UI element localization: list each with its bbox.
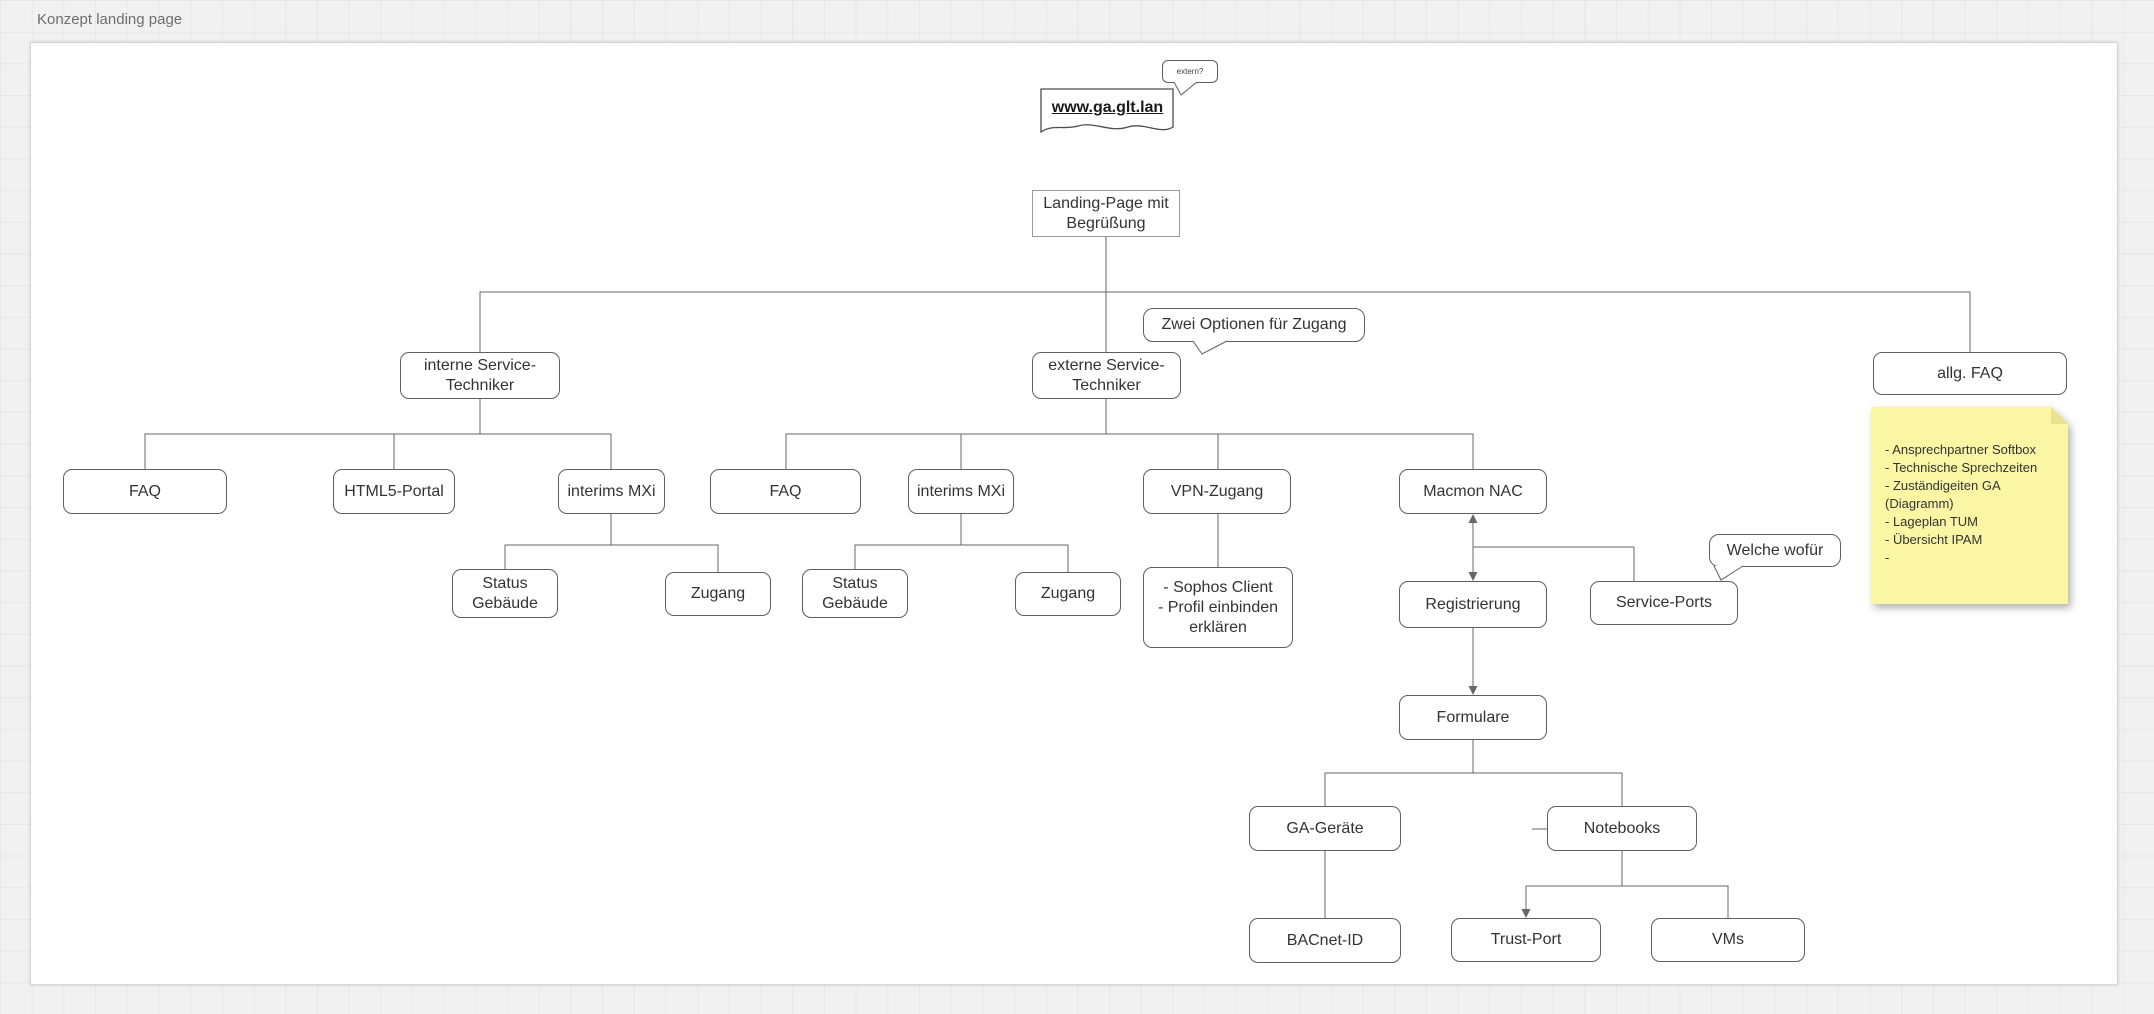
node-interne-service-techniker[interactable]: interne Service-Techniker [400, 352, 560, 399]
node-registrierung[interactable]: Registrierung [1399, 581, 1547, 628]
node-faq-intern[interactable]: FAQ [63, 469, 227, 514]
speech-bubble-zwei-optionen[interactable]: Zwei Optionen für Zugang [1143, 308, 1365, 342]
url-label: www.ga.glt.lan [1051, 99, 1164, 116]
node-status-gebaeude-extern[interactable]: Status Gebäude [802, 569, 908, 618]
node-interims-mxi-intern[interactable]: interims MXi [558, 469, 665, 514]
node-vpn-zugang[interactable]: VPN-Zugang [1143, 469, 1291, 514]
node-notebooks[interactable]: Notebooks [1547, 806, 1697, 851]
document-shape-url[interactable]: www.ga.glt.lan [1040, 88, 1175, 142]
node-interims-mxi-extern[interactable]: interims MXi [908, 469, 1014, 514]
speech-bubble-welche-wofuer[interactable]: Welche wofür [1709, 534, 1841, 567]
node-status-gebaeude-intern[interactable]: Status Gebäude [452, 569, 558, 618]
node-trust-port[interactable]: Trust-Port [1451, 918, 1601, 962]
node-allg-faq[interactable]: allg. FAQ [1873, 352, 2067, 395]
node-formulare[interactable]: Formulare [1399, 695, 1547, 740]
node-vms[interactable]: VMs [1651, 918, 1805, 962]
node-sophos-client[interactable]: - Sophos Client - Profil einbinden erklä… [1143, 567, 1293, 648]
node-service-ports[interactable]: Service-Ports [1590, 581, 1738, 625]
sticky-note-text: - Ansprechpartner Softbox - Technische S… [1871, 407, 2068, 604]
diagram-page-title: Konzept landing page [37, 11, 183, 28]
node-faq-extern[interactable]: FAQ [710, 469, 861, 514]
node-ga-geraete[interactable]: GA-Geräte [1249, 806, 1401, 851]
sticky-note[interactable]: - Ansprechpartner Softbox - Technische S… [1871, 407, 2068, 604]
speech-bubble-extern[interactable]: extern? [1162, 60, 1218, 83]
node-html5-portal[interactable]: HTML5-Portal [333, 469, 455, 514]
node-macmon-nac[interactable]: Macmon NAC [1399, 469, 1547, 514]
node-zugang-extern[interactable]: Zugang [1015, 572, 1121, 616]
document-outline-icon [1040, 88, 1174, 134]
node-bacnet-id[interactable]: BACnet-ID [1249, 918, 1401, 963]
node-externe-service-techniker[interactable]: externe Service-Techniker [1032, 352, 1181, 399]
node-zugang-intern[interactable]: Zugang [665, 572, 771, 616]
node-landing-page[interactable]: Landing-Page mit Begrüßung [1032, 190, 1180, 237]
